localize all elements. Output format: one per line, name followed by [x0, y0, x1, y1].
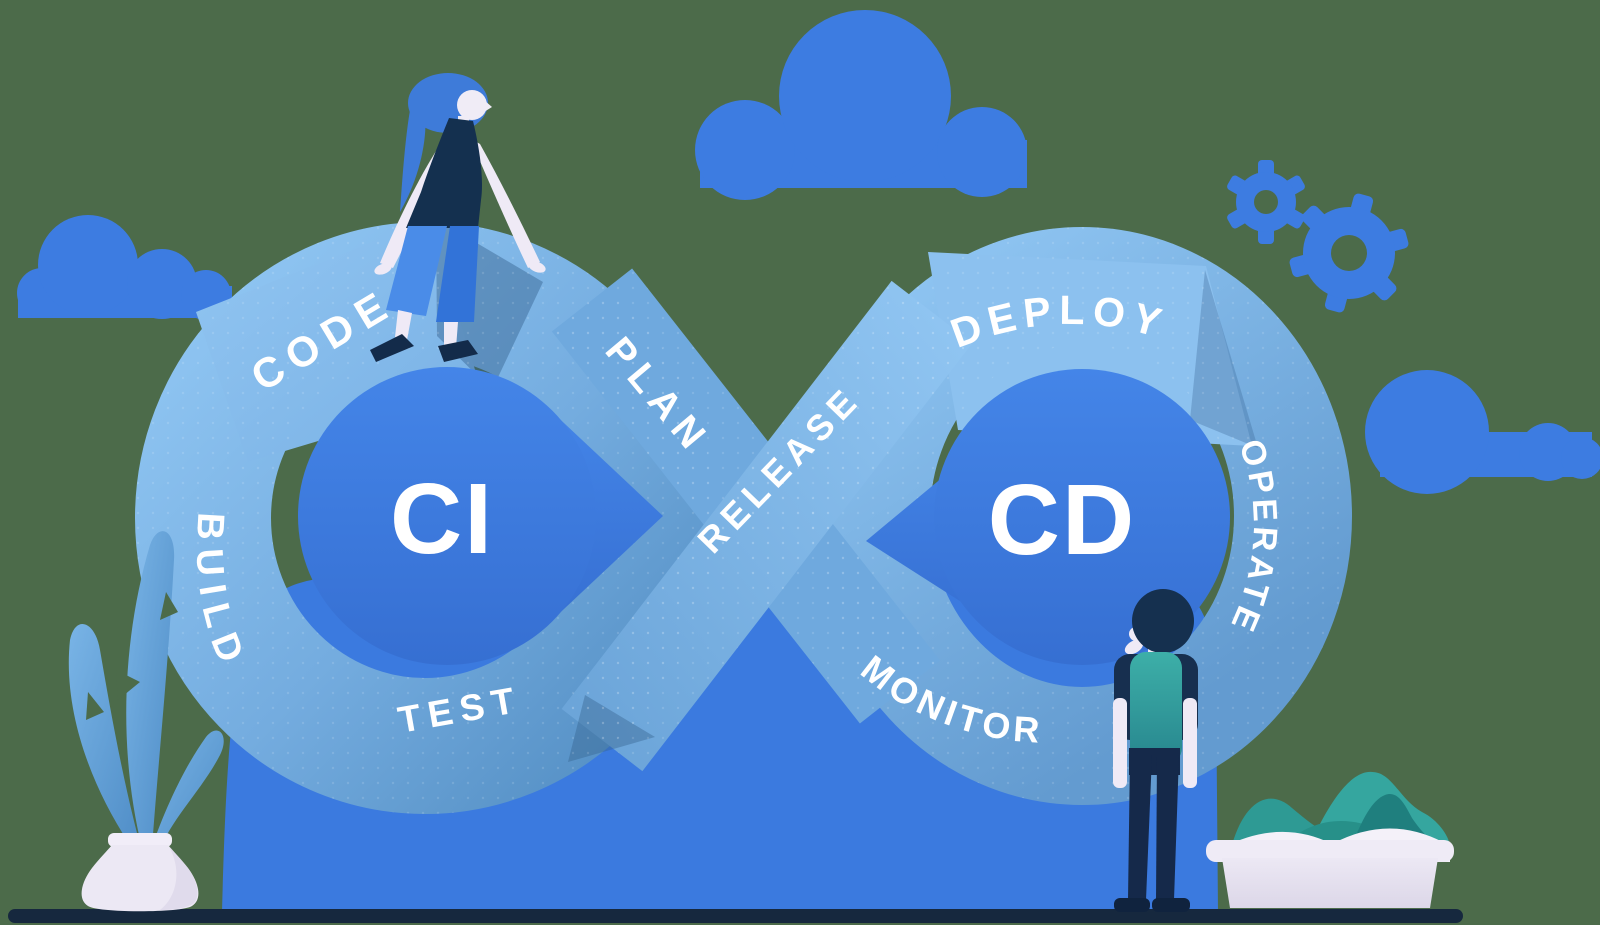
- planter-rim: [1206, 840, 1454, 862]
- man-vest: [1130, 652, 1182, 764]
- man-hand-chin: [1124, 639, 1144, 655]
- man-leg-right: [1156, 755, 1179, 900]
- ground-line: [8, 909, 1463, 923]
- woman-arm-right: [470, 138, 540, 268]
- man-leg-left: [1128, 755, 1152, 900]
- cd-label: CD: [988, 464, 1136, 576]
- cloud-right-icon: [1365, 370, 1600, 494]
- woman-shin-left: [395, 310, 412, 340]
- woman-torso: [406, 118, 483, 228]
- planter-box: [1222, 858, 1438, 908]
- planter: [1206, 771, 1454, 908]
- woman-hand-right: [528, 261, 546, 273]
- cloud-top-icon: [695, 10, 1027, 200]
- woman-nose: [484, 100, 492, 112]
- ci-node: [298, 367, 663, 665]
- woman-head: [457, 90, 487, 120]
- man-figure: [1113, 589, 1198, 912]
- plant: [68, 531, 224, 912]
- man-hair: [1132, 589, 1194, 653]
- woman-pants-right: [436, 226, 479, 322]
- man-arm-right: [1183, 698, 1197, 788]
- woman-figure: [370, 73, 546, 362]
- vase: [81, 833, 199, 912]
- man-shoe-left: [1114, 898, 1150, 912]
- woman-hand-left: [374, 263, 392, 275]
- woman-shin-right: [444, 322, 458, 348]
- gear-large-icon: [1289, 193, 1409, 313]
- woman-shoe-right: [438, 340, 478, 362]
- ci-label: CI: [390, 463, 494, 575]
- woman-shoe-left: [370, 334, 414, 362]
- man-shoe-right: [1152, 898, 1190, 912]
- man-arm-left: [1113, 698, 1127, 788]
- woman-pants-left: [386, 226, 447, 316]
- gear-small-icon: [1227, 160, 1305, 244]
